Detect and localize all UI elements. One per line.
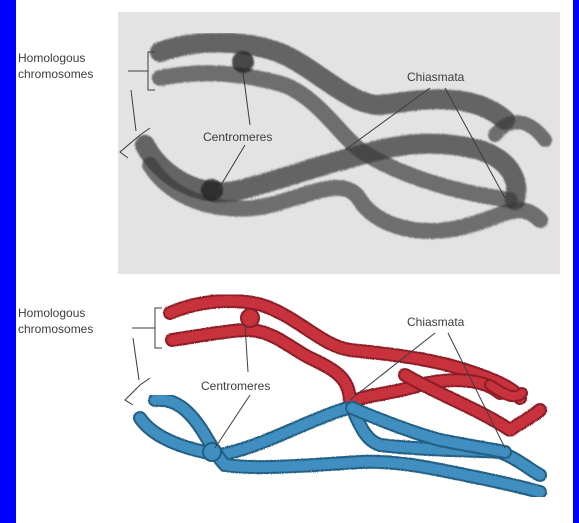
red-centromere xyxy=(241,309,259,327)
bottom-centromere-leader-lower xyxy=(215,395,250,448)
micrograph-centromere-lower xyxy=(201,179,223,201)
top-chiasmata-label: Chiasmata xyxy=(407,70,465,84)
bottom-bracket-lower xyxy=(125,338,150,405)
top-homologous-label-line1: Homologous xyxy=(18,51,85,65)
micrograph xyxy=(118,12,560,274)
top-homologous-label-line2: chromosomes xyxy=(18,67,93,81)
bottom-homologous-label-line1: Homologous xyxy=(18,306,85,320)
bottom-centromeres-label: Centromeres xyxy=(201,379,270,393)
blue-centromere xyxy=(203,443,221,461)
micrograph-centromere-upper xyxy=(232,51,254,73)
bottom-homologous-label-line2: chromosomes xyxy=(18,322,93,336)
top-centromeres-label: Centromeres xyxy=(203,130,272,144)
bottom-bracket-upper xyxy=(132,308,162,348)
bottom-chiasmata-label: Chiasmata xyxy=(407,315,465,329)
